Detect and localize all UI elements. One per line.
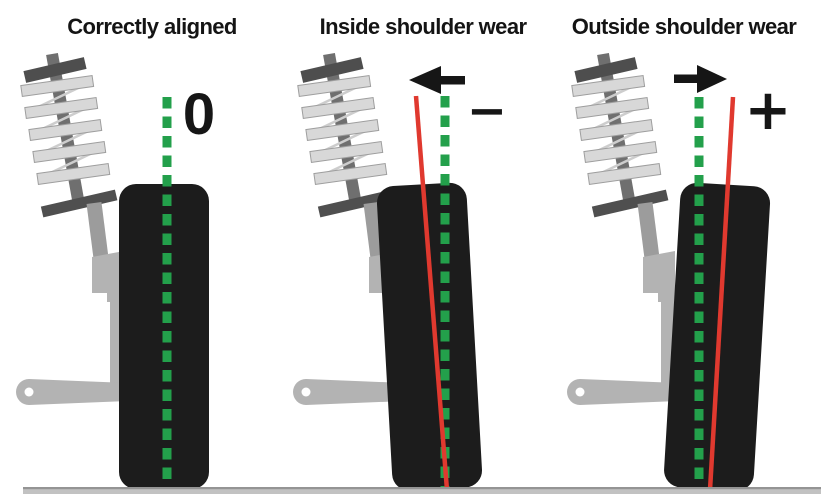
panel-outside-shoulder-wear: Outside shoulder wear + <box>567 14 798 491</box>
camber-symbol-plus: + <box>745 78 792 143</box>
panel-inside-shoulder-wear: Inside shoulder wear − <box>293 14 528 491</box>
tire-tilted-negative <box>376 182 483 491</box>
panel-title: Inside shoulder wear <box>320 14 528 39</box>
panel-correctly-aligned: Correctly aligned 0 <box>16 14 237 491</box>
right-arrow-icon <box>674 65 727 93</box>
camber-tilt-line <box>413 95 450 491</box>
camber-symbol-minus: − <box>467 83 507 139</box>
ground-line <box>23 487 821 494</box>
panel-title: Correctly aligned <box>67 14 237 39</box>
camber-tilt-line <box>707 96 736 491</box>
panel-title: Outside shoulder wear <box>572 14 798 39</box>
left-arrow-icon <box>409 66 465 94</box>
ground-edge <box>23 487 821 490</box>
camber-symbol-zero: 0 <box>183 82 215 147</box>
